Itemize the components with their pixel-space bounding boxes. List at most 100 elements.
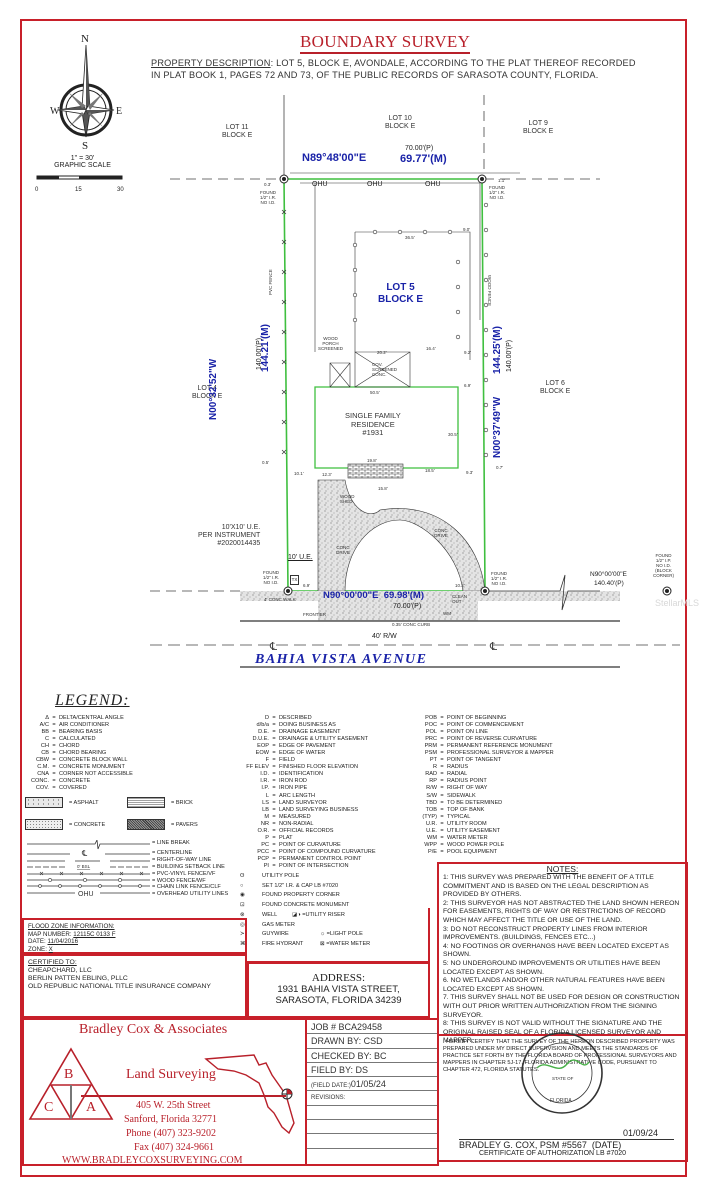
property-description-label: PROPERTY DESCRIPTION <box>151 58 271 68</box>
legend-equals: = <box>52 715 56 721</box>
utility-riser-icon: ◪◑ = <box>292 911 306 918</box>
legend-meaning: IDENTIFICATION <box>279 771 324 778</box>
scale-ratio: 1" = 30' <box>70 155 95 162</box>
legend-item: CONC.=CONCRETE <box>25 778 133 785</box>
legend-equals: = <box>272 806 276 813</box>
concrete-label: = CONCRETE <box>69 822 106 828</box>
legend-equals: = <box>440 834 444 841</box>
property-description: PROPERTY DESCRIPTION: LOT 5, BLOCK E, AV… <box>151 58 641 81</box>
legend-item: S/W=SIDEWALK <box>415 793 554 800</box>
legend-item: LB=LAND SURVEYING BUSINESS <box>237 807 376 814</box>
legend-found-corner: ◉FOUND PROPERTY CORNER <box>240 891 370 901</box>
legend-abbreviation: M <box>264 813 269 820</box>
legend-meaning: CONCRETE BLOCK WALL <box>59 757 128 764</box>
block-bearing: N90°00'00"E <box>590 571 627 578</box>
dim-16-4: 16.4' <box>426 346 436 351</box>
legend-meaning: BEARING BASIS <box>59 729 103 736</box>
legend-abbreviation: D.E. <box>258 729 269 736</box>
svg-text:℄: ℄ <box>489 641 497 653</box>
legend-equals: = <box>272 750 276 757</box>
legend-item: PRM=PERMANENT REFERENCE MONUMENT <box>415 743 554 750</box>
conc-walk-label: 4' CONC WALK <box>264 597 296 602</box>
dim-0-3: 0.3' <box>264 182 272 187</box>
dim-10-2: 10.2' <box>455 583 465 588</box>
company-fax: Fax (407) 324-9661 <box>134 1142 214 1153</box>
asphalt-swatch <box>25 797 63 808</box>
legend-title: LEGEND: <box>55 692 130 709</box>
legend-abbreviation: WM <box>427 834 437 841</box>
legend-symbols-box <box>247 908 430 963</box>
legend-item: R=RADIUS <box>415 764 554 771</box>
notes-list: 1: THIS SURVEY WAS PREPARED WITH THE BEN… <box>439 874 686 1046</box>
note-item: 4: NO FOOTINGS OR OVERHANGS HAVE BEEN LO… <box>443 942 669 959</box>
legend-abbreviation: U.E. <box>426 827 437 834</box>
legend-item: PCC=POINT OF COMPOUND CURVATURE <box>237 848 376 856</box>
drawn-by: DRAWN BY: CSD <box>307 1034 437 1049</box>
legend-abbreviation: D <box>264 715 269 721</box>
legend-equals: = <box>440 743 444 750</box>
concrete-monument-icon: ⊡ <box>240 902 245 909</box>
legend-item: D.U.E.=DRAINAGE & UTILITY EASEMENT <box>237 736 376 743</box>
well-icon: ⊗ <box>240 911 245 918</box>
legend-equals: = <box>272 855 276 862</box>
dim-6-9-sidewalk: 6.9' <box>303 583 311 588</box>
north-bearing: N89°48'00"E <box>302 152 367 164</box>
dim-36-5: 36.5' <box>405 235 415 240</box>
legend-item: BB=BEARING BASIS <box>25 729 133 736</box>
legend-equals: = <box>272 722 276 729</box>
svg-text:℄: ℄ <box>81 849 88 858</box>
legend-equals: = <box>440 757 444 764</box>
legend-meaning: POINT OF CURVATURE <box>279 841 341 848</box>
legend-abbreviation: PSM <box>424 750 437 757</box>
legend-abbreviation: A/C <box>39 722 49 729</box>
legend-meaning: SIDEWALK <box>447 792 476 799</box>
legend-equals: = <box>272 834 276 841</box>
dim-15-8: 15.8' <box>378 486 388 491</box>
legend-meaning: RIGHT OF WAY <box>447 785 488 792</box>
legend-item: D=DESCRIBED <box>237 715 376 722</box>
water-meter-icon: ⊠ = <box>320 940 330 947</box>
legend-abbreviation: POL <box>425 729 437 736</box>
legend-abbreviation: EOW <box>255 750 269 757</box>
legend-fire-hydrant: ⌘FIRE HYDRANT⊠ = WATER METER <box>240 940 370 950</box>
legend-equals: = <box>52 785 56 792</box>
legend-equals: = <box>440 806 444 813</box>
legend-concrete-monument: ⊡FOUND CONCRETE MONUMENT <box>240 901 370 911</box>
graphic-scale: 1" = 30' GRAPHIC SCALE 0 15 30 <box>35 155 130 195</box>
legend-meaning: CALCULATED <box>59 736 96 743</box>
legend-meaning: EDGE OF PAVEMENT <box>279 743 336 750</box>
legend-line-labels: = LINE BREAK= CENTERLINE= RIGHT-OF-WAY L… <box>152 840 228 898</box>
guywire-icon: ≻ <box>240 931 245 938</box>
legend-meaning: DRAINAGE & UTILITY EASEMENT <box>279 736 369 743</box>
job-number: JOB # BCA29458 <box>307 1020 437 1035</box>
legend-item: (TYP)=TYPICAL <box>415 814 554 821</box>
legend-abbreviation: POC <box>424 722 437 729</box>
south-bearing: N90°00'00"E 69.98'(M) <box>323 590 425 601</box>
legend-equals: = <box>272 736 276 743</box>
transformer-label: TX <box>291 577 298 582</box>
legend-meaning: POINT ON LINE <box>447 729 488 736</box>
note-item: 3: DO NOT RECONSTRUCT PROPERTY LINES FRO… <box>443 925 648 942</box>
legend-abbreviation: PRM <box>424 743 437 750</box>
dim-10-1: 10.1' <box>294 471 304 476</box>
legend-meaning: POINT OF COMPOUND CURVATURE <box>279 848 376 855</box>
dim-1-1: 1.1' <box>498 178 506 183</box>
dim-30-5: 30.5' <box>448 432 458 437</box>
legend-abbreviation: COV. <box>35 785 49 792</box>
note-item: 7. THIS SURVEY SHALL NOT BE USED FOR DES… <box>443 994 680 1019</box>
legend-abbreviation: FF ELEV <box>246 764 269 771</box>
legend-item: PI=POINT OF INTERSECTION <box>237 863 376 870</box>
flood-date: 11/04/2016 <box>47 938 79 945</box>
flood-zone-value: X <box>48 945 53 953</box>
legend-abbreviation: POB <box>425 715 437 721</box>
legend-equals: = <box>440 736 444 743</box>
set-iron-rod-icon: ○ <box>240 882 244 889</box>
compass-rose: N W E S <box>30 30 140 152</box>
legend-equals: = <box>272 799 276 806</box>
wood-shed-label: WOOD SHED <box>340 494 355 504</box>
legend-meaning: WOOD POWER POLE <box>447 841 505 848</box>
